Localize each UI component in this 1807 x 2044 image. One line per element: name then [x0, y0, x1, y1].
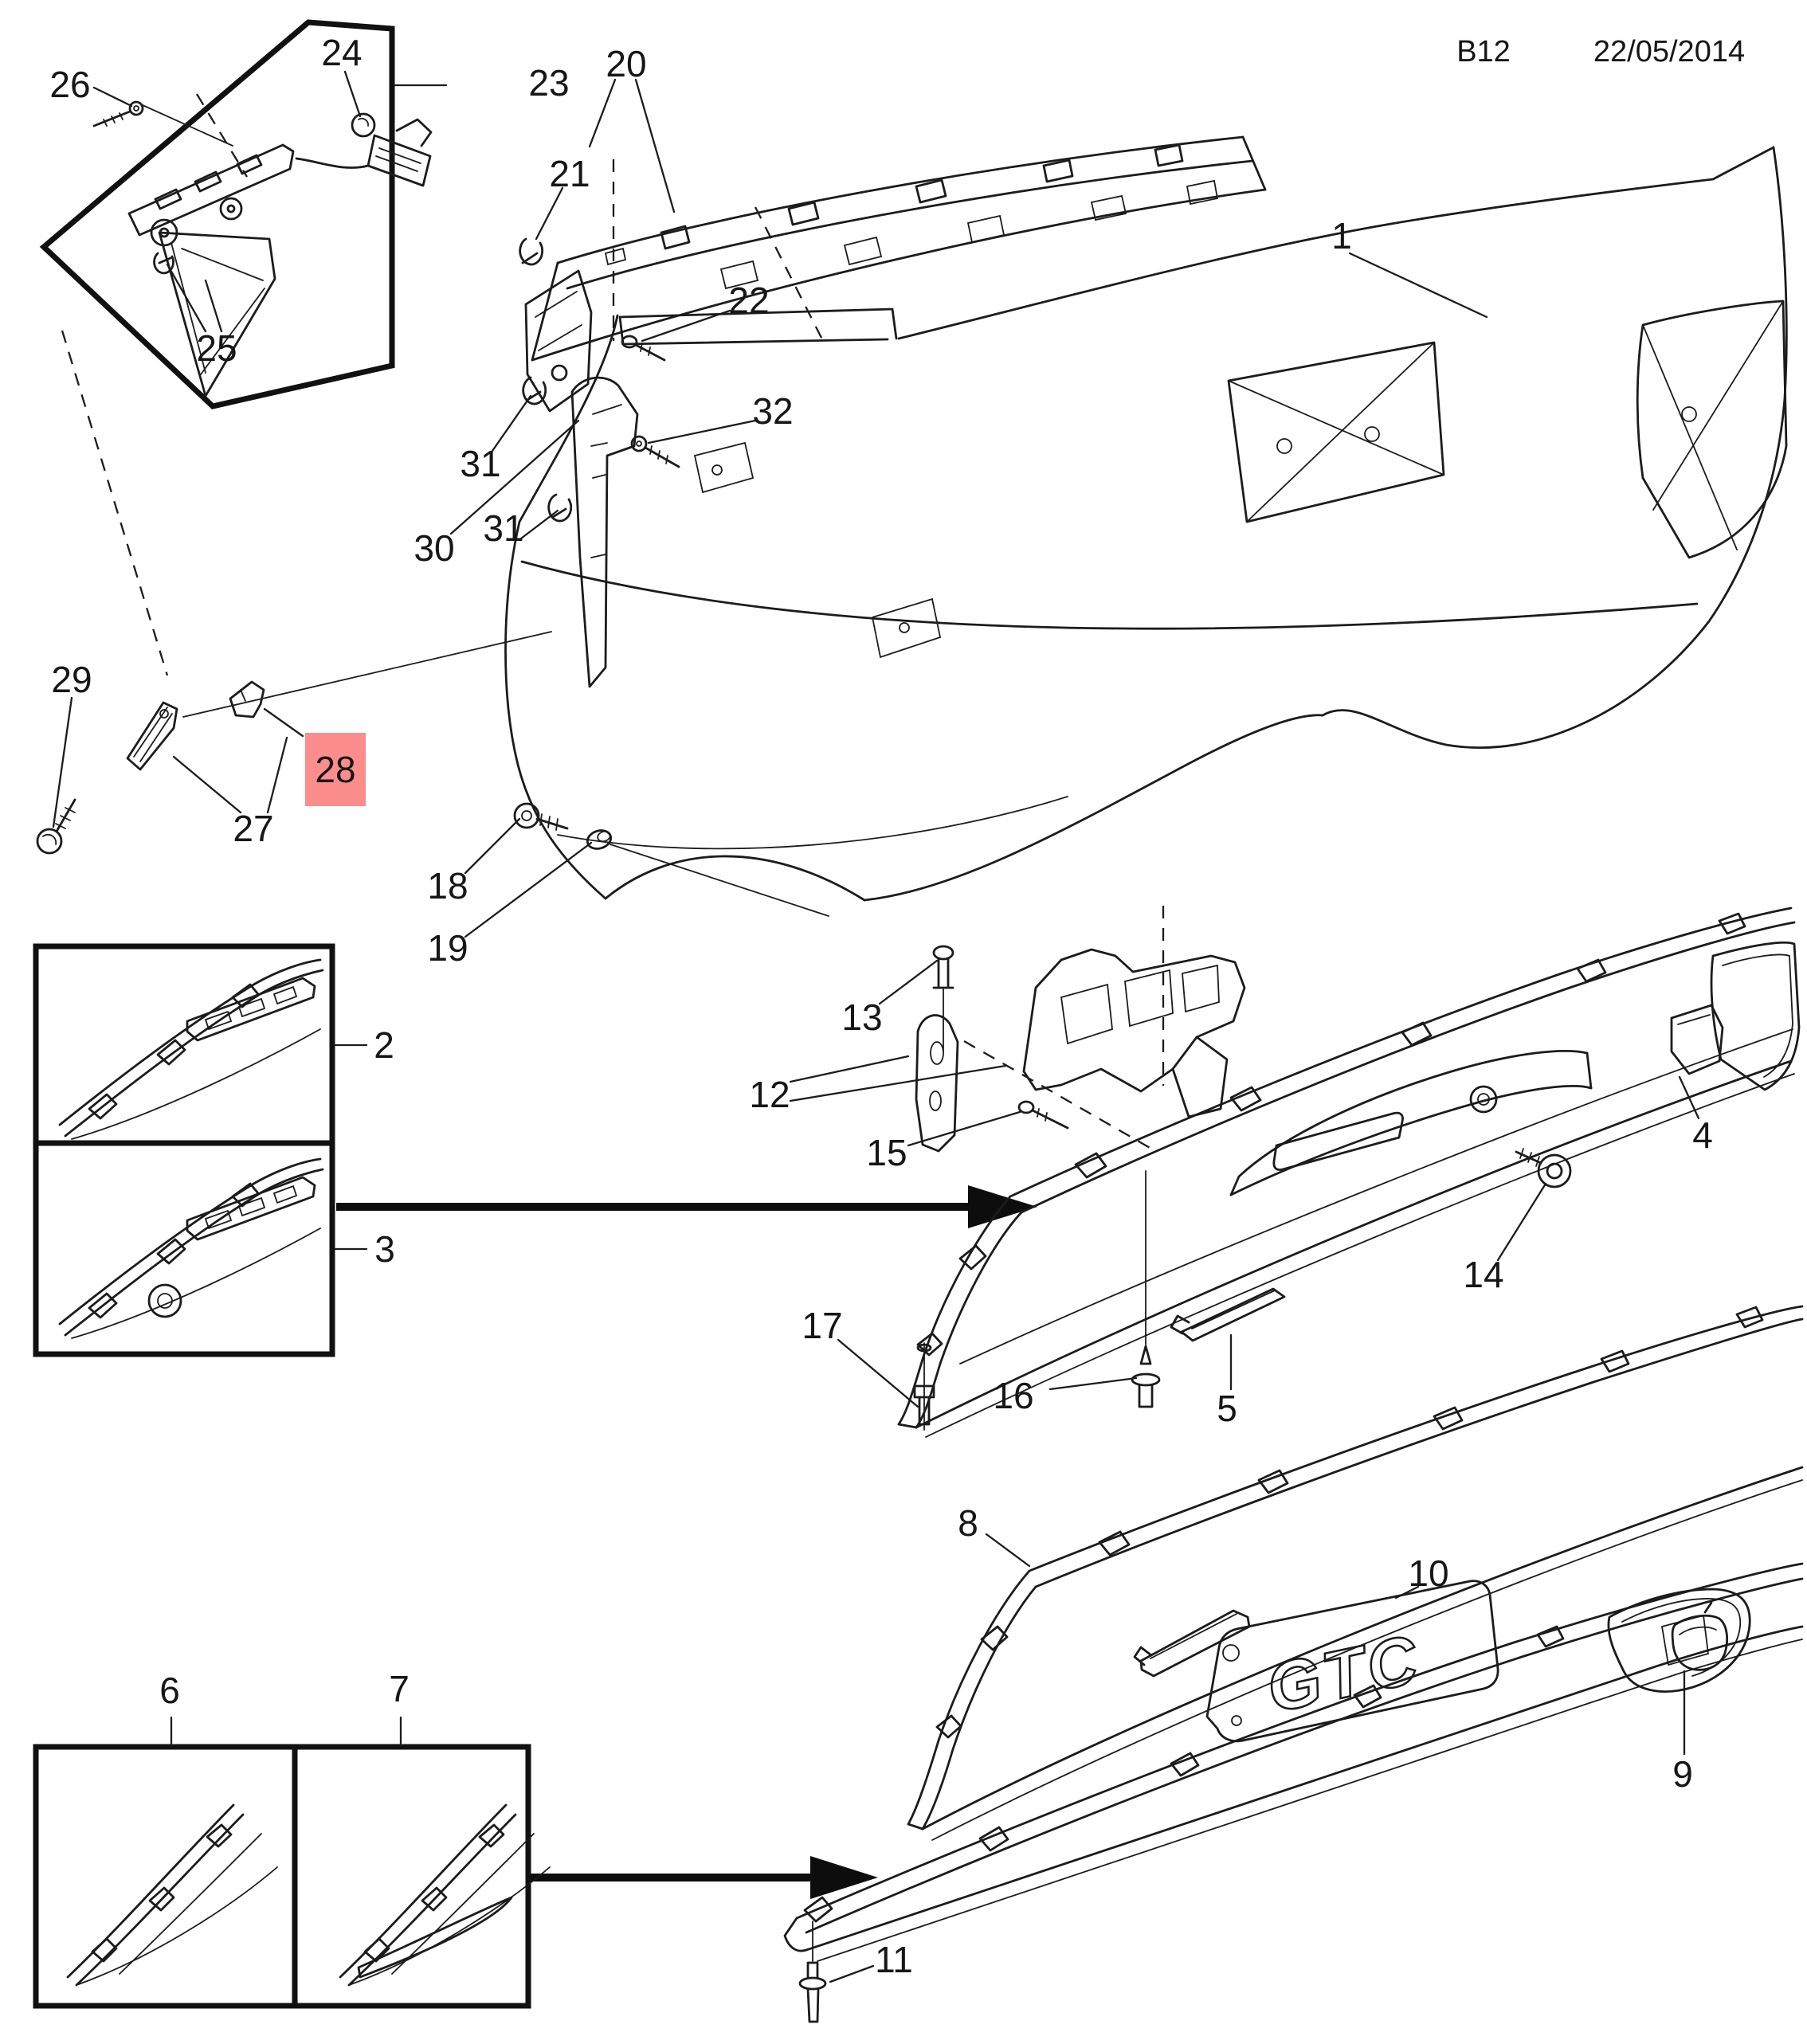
part-label-23: 23: [528, 62, 569, 104]
trim-6-drawing: [66, 1803, 278, 1987]
clip-31-upper-icon: [522, 376, 547, 405]
part-label-24: 24: [321, 32, 362, 73]
skirt-upper: [897, 906, 1801, 1438]
part-label-8: 8: [958, 1502, 978, 1544]
part-label-9: 9: [1672, 1753, 1693, 1795]
grommet-24-icon: [351, 112, 376, 138]
bumper-cover-1: [504, 146, 1788, 902]
license-lamp-27: [126, 701, 178, 771]
part-label-5: 5: [1217, 1388, 1237, 1429]
part-label-28: 28: [315, 749, 355, 790]
part-label-18: 18: [427, 865, 468, 906]
part-label-11: 11: [875, 1939, 913, 1980]
skirt-lower: [783, 1562, 1804, 2023]
clip-19-icon: [586, 829, 829, 917]
part-label-31: 31: [483, 507, 523, 549]
skirt-middle: GTC: [907, 1305, 1804, 1841]
pin-17-icon: [913, 1342, 935, 1431]
rivet-16-icon: [1131, 1170, 1161, 1408]
part-label-29: 29: [51, 659, 92, 700]
part-label-7: 7: [389, 1668, 410, 1709]
rivet-11-icon: [798, 1921, 827, 2023]
screw-26-icon: [92, 100, 233, 147]
screw-15-icon: [1017, 1100, 1069, 1130]
bracket-12-right: [1022, 948, 1246, 1118]
part-label-21: 21: [549, 153, 590, 194]
part-label-25: 25: [196, 327, 237, 369]
arrow-to-lower-skirt: [530, 1856, 878, 1899]
part-label-22: 22: [728, 280, 769, 321]
screw-32-icon: [630, 435, 680, 468]
screw-22-icon: [621, 335, 666, 362]
dash-lines: [61, 93, 1165, 1149]
leader-lines: [52, 70, 1700, 1983]
part-label-16: 16: [993, 1375, 1033, 1416]
part-label-15: 15: [866, 1132, 907, 1173]
gtc-badge-text: GTC: [1260, 1620, 1427, 1727]
screw-18-icon: [513, 802, 569, 831]
part-label-12: 12: [749, 1074, 790, 1115]
clip-25-icon: [153, 252, 174, 275]
part-label-26: 26: [49, 64, 90, 105]
inset-box-2-3: [33, 943, 335, 1357]
highlight-box-28: [305, 733, 366, 806]
tow-cover-9: [1671, 1601, 1729, 1671]
part-label-31: 31: [460, 443, 500, 484]
part-label-17: 17: [802, 1305, 842, 1346]
lamp-axis-line: [182, 631, 552, 718]
tow-cover-4: [1670, 1004, 1724, 1075]
sheet-code: B12: [1456, 35, 1511, 69]
clip-21-icon: [519, 237, 544, 266]
corner-trim-2-drawing: [58, 958, 324, 1140]
screw-29-icon: [36, 798, 76, 855]
sensor-drawing: [295, 118, 433, 187]
part-label-4: 4: [1692, 1114, 1713, 1156]
inset-box-23: [39, 19, 433, 409]
sheet-date: 22/05/2014: [1593, 35, 1745, 69]
corner-trim-3-drawing: [58, 1157, 324, 1339]
part-label-3: 3: [374, 1228, 395, 1270]
part-label-20: 20: [606, 43, 646, 84]
trim-7-drawing: [339, 1803, 551, 1987]
part-label-19: 19: [427, 927, 468, 969]
part-label-6: 6: [159, 1670, 180, 1711]
clip-31-lower-icon: [547, 493, 573, 523]
part-label-14: 14: [1463, 1254, 1503, 1295]
clip-13-icon: [932, 945, 954, 1052]
reinforcement-bar-20: [524, 135, 1267, 413]
part-label-30: 30: [414, 527, 454, 569]
part-label-1: 1: [1331, 215, 1352, 256]
part-label-13: 13: [841, 997, 882, 1038]
guide-bracket-30: [522, 376, 680, 688]
reflector-5: [1170, 1287, 1286, 1342]
sensor-hole: [147, 1283, 182, 1318]
screw-14-icon: [1515, 1148, 1572, 1188]
retainer-28-part: [229, 680, 265, 719]
part-label-27: 27: [233, 808, 273, 849]
arrow-to-upper-skirt: [336, 1185, 1037, 1228]
reflector-10: [1133, 1609, 1251, 1678]
bracket-25-drawing: [127, 143, 295, 397]
part-label-2: 2: [374, 1024, 394, 1066]
part-label-10: 10: [1408, 1553, 1448, 1594]
inset-box-6-7: [33, 1744, 551, 2009]
part-label-32: 32: [752, 390, 793, 432]
bracket-12-left: [915, 1014, 959, 1153]
